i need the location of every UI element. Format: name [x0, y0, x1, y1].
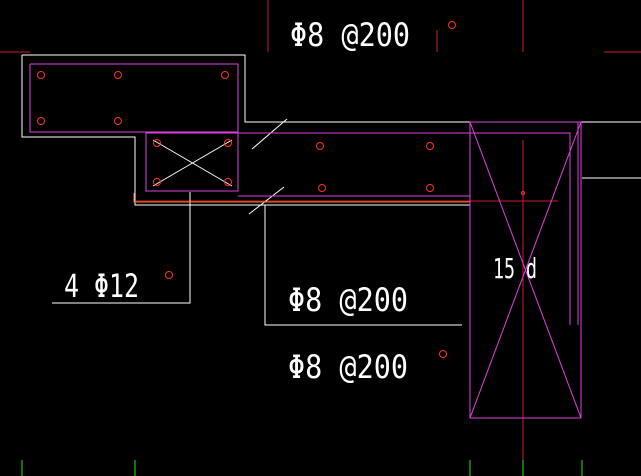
rebar-dot [224, 139, 232, 147]
rebar-dot [318, 184, 326, 192]
stirrups [29, 63, 582, 419]
left-column-outline [21, 55, 470, 206]
rebar-dot [448, 21, 456, 29]
rebar-dot [426, 184, 434, 192]
anchorage-line [133, 193, 470, 203]
stirrup-label-mid: Φ8 @200 [288, 281, 408, 319]
rebar-dot [37, 71, 45, 79]
stirrup-wall-inner [470, 132, 571, 325]
stirrup-label-top: Φ8 @200 [290, 16, 410, 54]
anchorage-label: 15 d [493, 252, 537, 285]
rebar-dot [224, 178, 232, 186]
rebar-dot [114, 117, 122, 125]
stirrup-column-box [145, 132, 239, 192]
rebar-dot [521, 191, 525, 195]
rebar-dot [221, 71, 229, 79]
dimension-ticks [21, 460, 583, 476]
break-line-lower [248, 186, 285, 215]
rebar-dot [114, 71, 122, 79]
main-bars-label: 4 Φ12 [64, 267, 139, 305]
concrete-outline [21, 54, 641, 326]
rebar-dots [37, 21, 525, 358]
anchorage-bar [133, 193, 470, 203]
stirrup-label-bottom: Φ8 @200 [288, 348, 408, 386]
leader-main-bars [52, 192, 191, 304]
upper-slab-outline [22, 54, 641, 123]
stirrup-top-left [29, 63, 239, 133]
stirrup-wall-cross-2 [469, 121, 582, 419]
stirrup-column-cross-2 [152, 139, 233, 187]
rebar-dot [439, 350, 447, 358]
lower-wall-outline [264, 205, 462, 326]
rebar-dot [153, 178, 161, 186]
rebar-dot [153, 139, 161, 147]
stirrup-wall-box [469, 121, 582, 419]
break-line-upper [251, 118, 288, 150]
rebar-dot [316, 142, 324, 150]
rebar-dot [37, 117, 45, 125]
rebar-dot [165, 271, 173, 279]
rebar-dot [426, 142, 434, 150]
